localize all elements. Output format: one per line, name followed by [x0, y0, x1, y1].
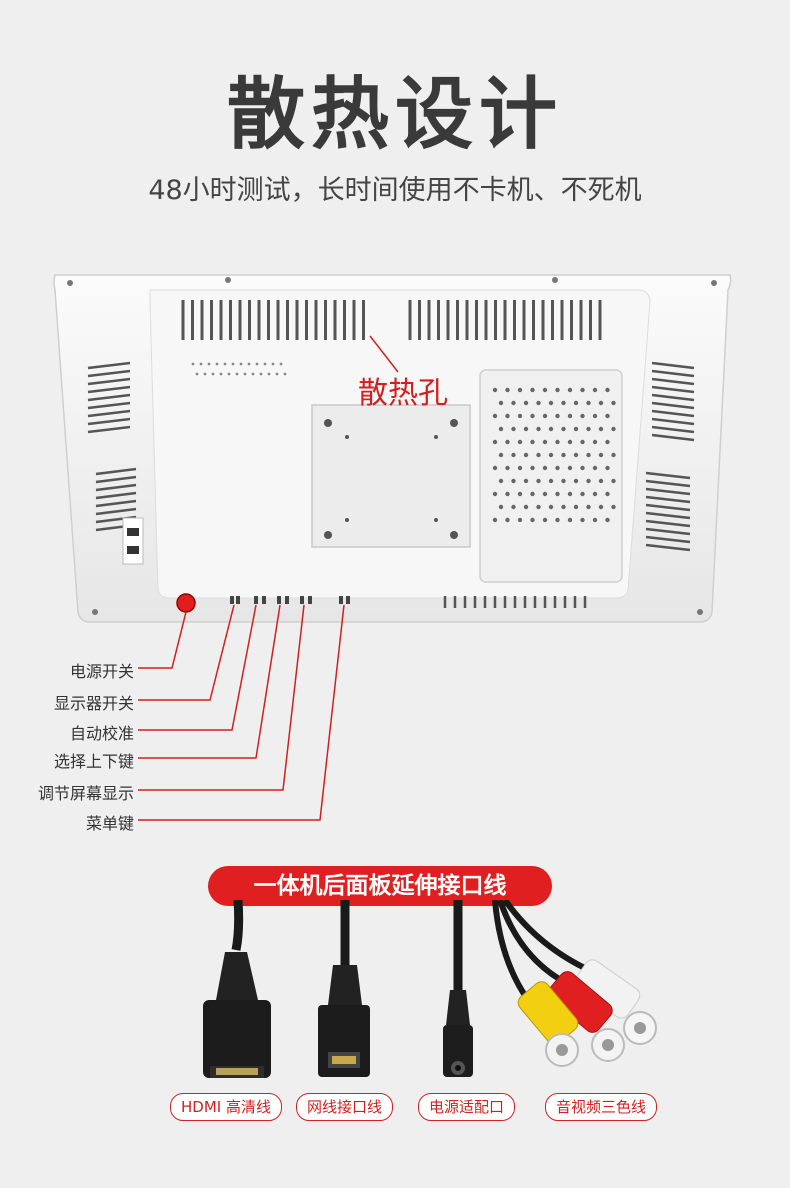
label-display-switch: 显示器开关 [53, 694, 134, 713]
label-up-down-keys: 选择上下键 [53, 752, 134, 771]
section-banner: 一体机后面板延伸接口线 [208, 866, 552, 906]
rca-white-connector [573, 959, 657, 1045]
label-hdmi-cable: HDMI 高清线 [170, 1093, 282, 1121]
lan-connector [328, 965, 362, 1005]
label-lan-cable: 网线接口线 [296, 1093, 394, 1121]
power-button [176, 593, 196, 613]
page-title: 散热设计 [226, 70, 563, 160]
heat-vent-label: 散热孔 [358, 376, 448, 411]
label-power-switch: 电源开关 [69, 662, 134, 681]
vesa-plate [311, 404, 471, 548]
leader-lines [138, 604, 345, 821]
label-menu-key: 菜单键 [85, 814, 134, 833]
label-av-cable: 音视频三色线 [545, 1093, 658, 1121]
dot-row [191, 362, 287, 376]
hdmi-connector [216, 952, 258, 1000]
cables-illustration [203, 900, 657, 1078]
monitor-back-panel [53, 274, 732, 821]
label-adjust-display: 调节屏幕显示 [37, 784, 134, 803]
label-power-port: 电源适配口 [418, 1093, 516, 1121]
rca-yellow-connector [517, 981, 579, 1067]
usb-ports [122, 517, 144, 565]
speaker-grille [479, 369, 623, 583]
power-connector [446, 990, 470, 1025]
page-subtitle: 48小时测试，长时间使用不卡机、不死机 [148, 175, 642, 206]
label-auto-calibrate: 自动校准 [69, 724, 134, 743]
